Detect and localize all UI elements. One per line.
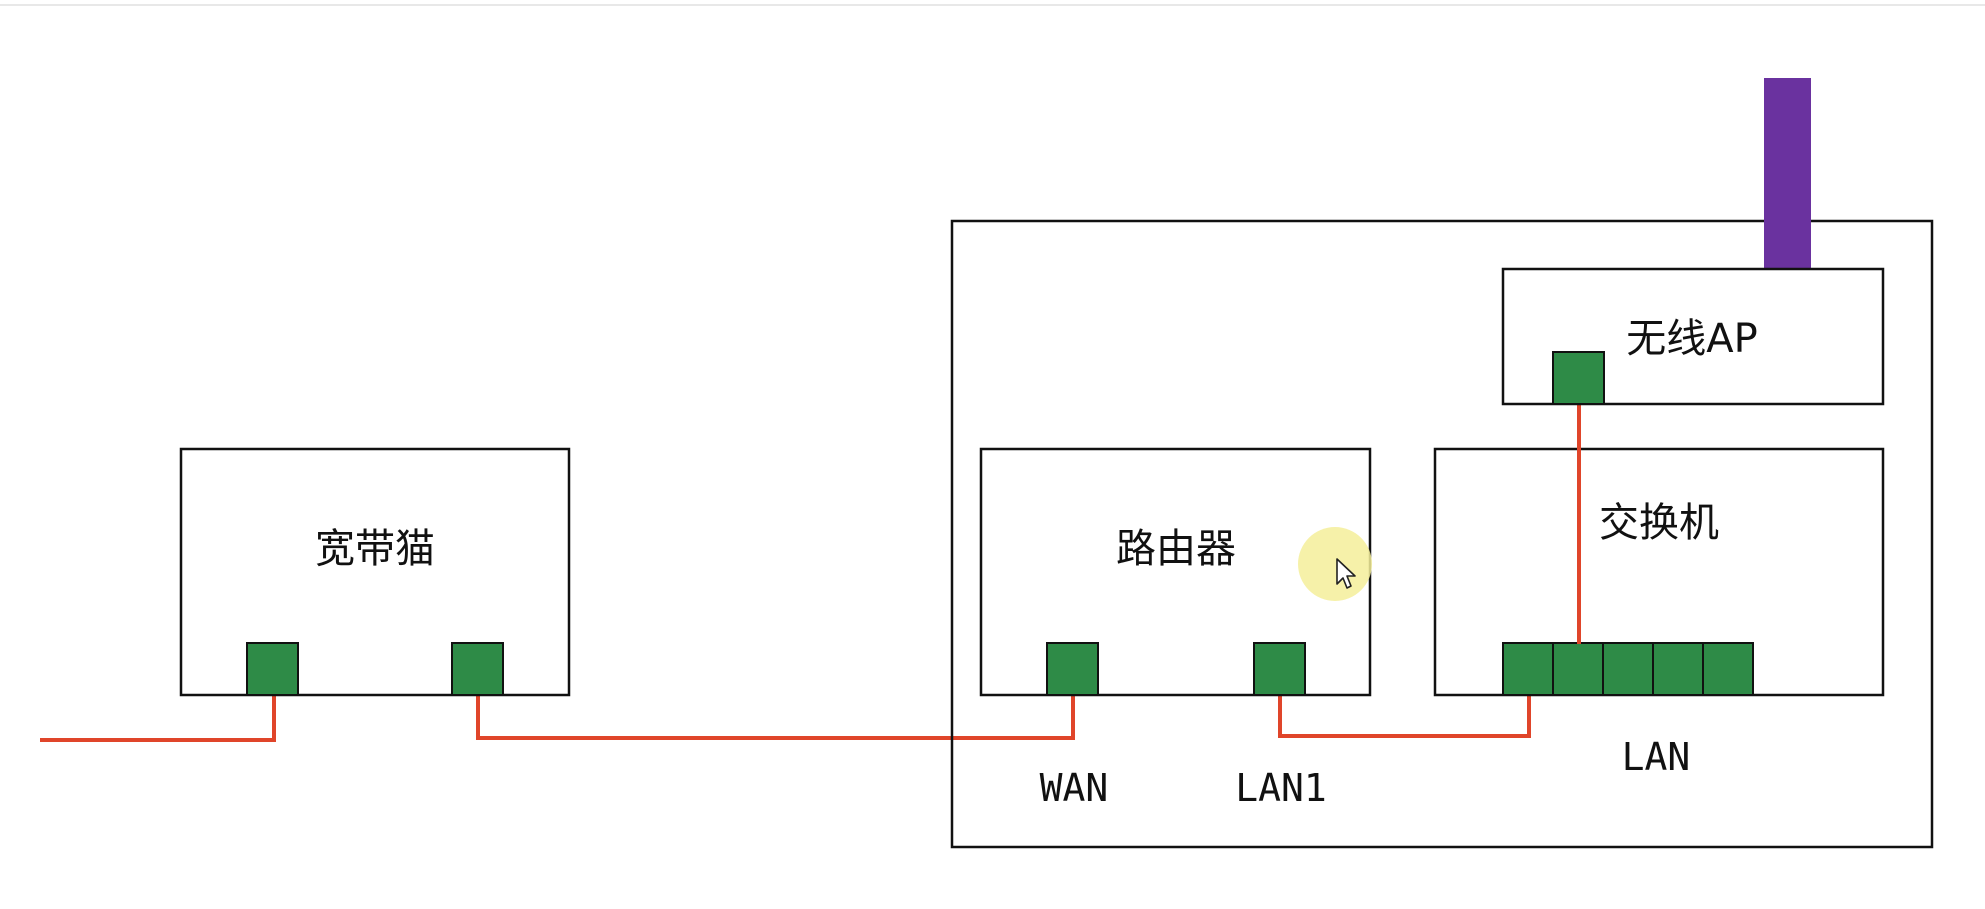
wireless-ap-device: 无线AP — [1501, 78, 1885, 406]
switch-lan-port-2 — [1552, 642, 1604, 696]
switch-lan-port-4 — [1652, 642, 1704, 696]
modem-device: 宽带猫 — [179, 447, 571, 697]
router-lan1-port — [1253, 642, 1306, 696]
modem-port-left — [246, 642, 299, 696]
switch-lan-port-5 — [1702, 642, 1754, 696]
cursor-indicator — [1298, 527, 1372, 601]
router-device: 路由器 WAN LAN1 — [979, 447, 1372, 810]
router-label: 路由器 — [1116, 526, 1236, 572]
switch-port-strip — [1502, 642, 1754, 696]
router-wan-port — [1046, 642, 1099, 696]
modem-label: 宽带猫 — [315, 526, 435, 572]
cable-router-lan1-to-switch — [1278, 686, 1531, 738]
modem-box — [179, 447, 571, 697]
switch-label: 交换机 — [1599, 500, 1719, 546]
lan-port-label: LAN — [1622, 735, 1691, 779]
router-enclosure — [950, 219, 1934, 849]
lan1-port-label: LAN1 — [1235, 766, 1327, 810]
ap-port — [1552, 351, 1605, 405]
cable-incoming-line — [40, 686, 276, 742]
switch-device: 交换机 LAN — [1433, 447, 1885, 779]
switch-lan-port-1 — [1502, 642, 1554, 696]
wan-port-label: WAN — [1040, 766, 1109, 810]
mouse-pointer-icon — [1336, 558, 1356, 589]
cable-modem-to-router-wan — [476, 686, 1075, 740]
ap-label: 无线AP — [1626, 316, 1757, 362]
modem-port-right — [451, 642, 504, 696]
cursor-highlight — [1298, 527, 1372, 601]
antenna-icon — [1764, 78, 1811, 270]
switch-lan-port-3 — [1602, 642, 1654, 696]
